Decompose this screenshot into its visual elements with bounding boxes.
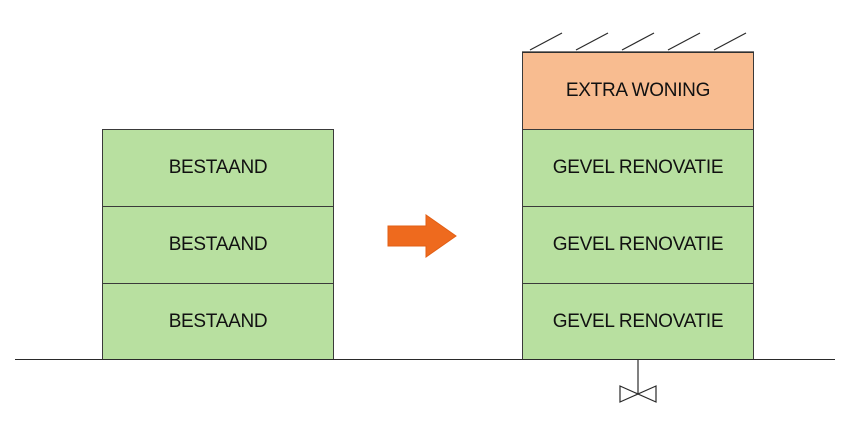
renovated-floor-label: GEVEL RENOVATIE: [552, 310, 724, 332]
right-arrow-icon: [387, 214, 457, 258]
existing-floor-middle: BESTAAND: [102, 206, 334, 284]
extra-dwelling-label: EXTRA WONING: [565, 80, 711, 101]
roof-hatching-icon: [522, 32, 754, 53]
existing-floor-label: BESTAAND: [168, 157, 268, 178]
renovated-floor-label: GEVEL RENOVATIE: [552, 234, 724, 255]
valve-icon: [619, 360, 657, 403]
renovated-floor-label: GEVEL RENOVATIE: [552, 157, 724, 178]
renovated-floor-bottom: GEVEL RENOVATIE: [522, 283, 754, 360]
existing-floor-top: BESTAAND: [102, 129, 334, 207]
renovated-floor-middle: GEVEL RENOVATIE: [522, 206, 754, 284]
renovated-floor-top: GEVEL RENOVATIE: [522, 129, 754, 207]
existing-floor-label: BESTAAND: [168, 310, 268, 332]
existing-floor-label: BESTAAND: [168, 234, 268, 255]
existing-floor-bottom: BESTAAND: [102, 283, 334, 360]
ground-line: [15, 359, 835, 360]
